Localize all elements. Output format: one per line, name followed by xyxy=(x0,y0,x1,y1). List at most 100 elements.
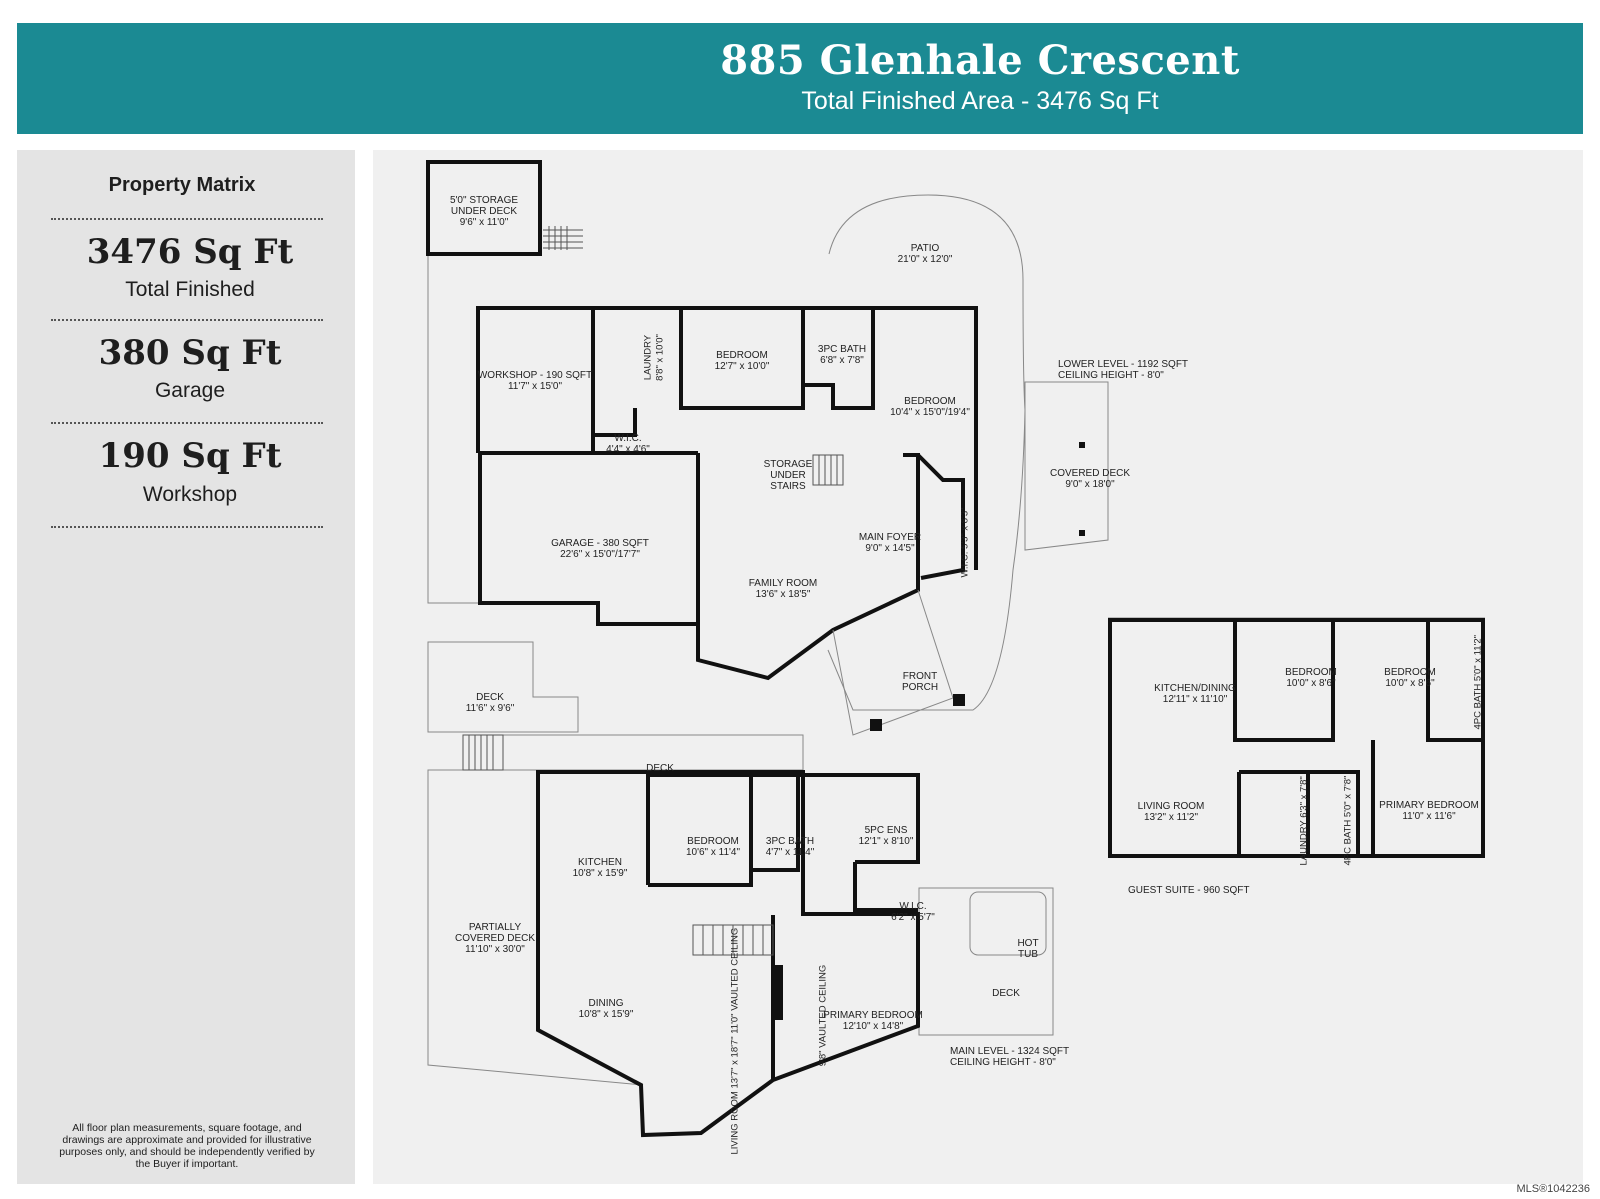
label-line: 13'2" x 11'2" xyxy=(1143,812,1199,823)
room-label-main-foyer: MAIN FOYER 9'0" x 14'5" xyxy=(859,532,921,554)
label-line: PATIO xyxy=(910,243,940,254)
label-line: BEDROOM xyxy=(716,350,768,361)
label-line: W.I.C. xyxy=(899,901,927,912)
disclaimer-text: All floor plan measurements, square foot… xyxy=(59,1122,315,1170)
property-address: 885 Glenhale Crescent xyxy=(720,37,1240,84)
room-label-wic-lower: W.I.C. 4'4" x 4'6" xyxy=(606,433,650,455)
label-line: 10'6" x 11'4" xyxy=(685,847,741,858)
deck-small-outline xyxy=(427,641,579,733)
room-label-bedroom-guest-2: BEDROOM 10'0" x 8'6" xyxy=(1384,667,1436,689)
room-label-hot-tub: HOT TUB xyxy=(1017,938,1038,960)
room-label-primary-bedroom-main: PRIMARY BEDROOM 12'10" x 14'8" xyxy=(823,1010,923,1032)
label-line: 10'8" x 15'9" xyxy=(578,1009,634,1020)
label-line: 11'0" x 11'6" xyxy=(1402,811,1456,822)
stairs xyxy=(462,734,504,771)
label-line: FAMILY ROOM xyxy=(748,578,818,589)
stairs xyxy=(543,226,583,250)
label-line: BEDROOM xyxy=(1285,667,1337,678)
patio-outline xyxy=(827,194,1026,711)
total-area-subtitle: Total Finished Area - 3476 Sq Ft xyxy=(801,87,1159,115)
deck-post xyxy=(1079,530,1085,536)
room-label-front-porch: FRONT PORCH xyxy=(902,671,938,693)
label-line: MAIN LEVEL - 1324 SQFT xyxy=(950,1046,1070,1057)
bedroom1-walls xyxy=(679,308,805,410)
room-label-bedroom-main: BEDROOM 10'6" x 11'4" xyxy=(686,836,740,858)
metric-value-garage: 380 Sq Ft xyxy=(98,333,282,373)
room-label-4pc-bath-guest-top: 4PC BATH 5'0" x 11'2" xyxy=(1472,634,1484,730)
label-line: 3PC BATH xyxy=(765,836,815,847)
room-label-kitchen-dining-guest: KITCHEN/DINING 12'11" x 11'10" xyxy=(1154,683,1236,705)
bath-walls xyxy=(803,308,875,410)
front-porch-walls xyxy=(832,589,954,736)
label-line: STAIRS xyxy=(770,481,806,492)
lower-top-wall xyxy=(478,306,978,570)
divider xyxy=(51,319,323,321)
label-line: PRIMARY BEDROOM xyxy=(1379,800,1479,811)
label-line: 3PC BATH xyxy=(817,344,867,355)
stairs xyxy=(812,454,844,486)
ens-walls xyxy=(798,773,920,864)
deck-post xyxy=(1079,442,1085,448)
room-label-living-room-guest: LIVING ROOM 13'2" x 11'2" xyxy=(1138,801,1205,823)
label-line: 12'1" x 8'10" xyxy=(858,836,914,847)
stairs xyxy=(692,924,774,956)
fireplace xyxy=(773,965,783,1020)
label-line: STORAGE xyxy=(763,459,813,470)
label-line: 9'0" x 18'0" xyxy=(1065,479,1115,490)
divider xyxy=(51,218,323,220)
label-line: 9'0" x 14'5" xyxy=(865,543,915,554)
room-label-workshop: WORKSHOP - 190 SQFT 11'7" x 15'0" xyxy=(478,370,592,392)
room-label-partially-covered-deck: PARTIALLY COVERED DECK 11'10" x 30'0" xyxy=(455,922,535,955)
wic-walls xyxy=(853,862,918,912)
label-line: BEDROOM xyxy=(904,396,956,407)
label-line: UNDER DECK xyxy=(450,206,518,217)
label-line: 6'2" x 5'7" xyxy=(891,912,935,923)
room-label-patio: PATIO 21'0" x 12'0" xyxy=(898,243,953,265)
label-line: 12'10" x 14'8" xyxy=(842,1021,904,1032)
guest-suite-caption: GUEST SUITE - 960 SQFT xyxy=(1128,885,1250,896)
room-label-3pc-bath-lower: 3PC BATH 6'8" x 7'8" xyxy=(818,344,866,366)
room-label-wic-main: W.I.C. 6'2" x 5'7" xyxy=(891,901,935,923)
kitchen-walls xyxy=(538,770,650,885)
label-line: 12'11" x 11'10" xyxy=(1162,694,1228,705)
label-line: 4'4" x 4'6" xyxy=(606,444,650,455)
label-line: W.I.C. xyxy=(614,433,642,444)
label-line: 22'6" x 15'0"/17'7" xyxy=(560,549,640,560)
label-line: 5'0" STORAGE xyxy=(449,195,519,206)
metric-label-garage: Garage xyxy=(154,379,226,402)
room-label-bedroom-lower-2: BEDROOM 10'4" x 15'0"/19'4" xyxy=(890,396,970,418)
metric-value-workshop: 190 Sq Ft xyxy=(98,436,282,476)
label-line: CEILING HEIGHT - 8'0" xyxy=(950,1057,1056,1068)
room-label-bedroom-lower-1: BEDROOM 12'7" x 10'0" xyxy=(715,350,770,372)
label-line: LOWER LEVEL - 1192 SQFT xyxy=(1058,359,1189,370)
bath-walls xyxy=(751,773,800,872)
room-label-deck-small: DECK 11'6" x 9'6" xyxy=(466,692,515,714)
label-line: PARTIALLY xyxy=(468,922,522,933)
floor-plan-drawing xyxy=(426,160,1485,1138)
label-line: COVERED DECK xyxy=(454,933,536,944)
storage-deck-walls xyxy=(426,160,542,256)
wic-walls xyxy=(591,408,637,437)
label-line: TUB xyxy=(1017,949,1038,960)
label-line: 21'0" x 12'0" xyxy=(897,254,953,265)
room-label-laundry-dim: 8'8" x 10'0" xyxy=(654,334,666,381)
lower-outline xyxy=(427,254,478,604)
label-line: 4'7" x 11'4" xyxy=(765,847,815,858)
room-label-bedroom-guest-1: BEDROOM 10'0" x 8'6" xyxy=(1285,667,1337,689)
label-line: 11'7" x 15'0" xyxy=(507,381,563,392)
room-label-family-room: FAMILY ROOM 13'6" x 18'5" xyxy=(749,578,818,600)
guest-bed-walls xyxy=(1233,620,1335,742)
label-line: BEDROOM xyxy=(687,836,739,847)
room-label-laundry-guest: LAUNDRY 6'3" x 7'8" xyxy=(1298,776,1310,866)
label-line: FRONT xyxy=(902,671,938,682)
label-line: 11'10" x 30'0" xyxy=(465,944,525,955)
lower-left-wall xyxy=(478,453,696,626)
room-label-laundry: LAUNDRY xyxy=(642,334,654,381)
label-line: 10'4" x 15'0"/19'4" xyxy=(890,407,970,418)
property-matrix-panel: Property Matrix 3476 Sq Ft Total Finishe… xyxy=(17,150,355,1184)
room-label-3pc-bath-main: 3PC BATH 4'7" x 11'4" xyxy=(766,836,815,858)
room-label-5pc-ensuite: 5PC ENS 12'1" x 8'10" xyxy=(859,825,914,847)
room-label-deck-hottub: DECK xyxy=(992,988,1020,999)
matrix-heading: Property Matrix xyxy=(108,174,256,196)
label-line: PORCH xyxy=(901,682,939,693)
